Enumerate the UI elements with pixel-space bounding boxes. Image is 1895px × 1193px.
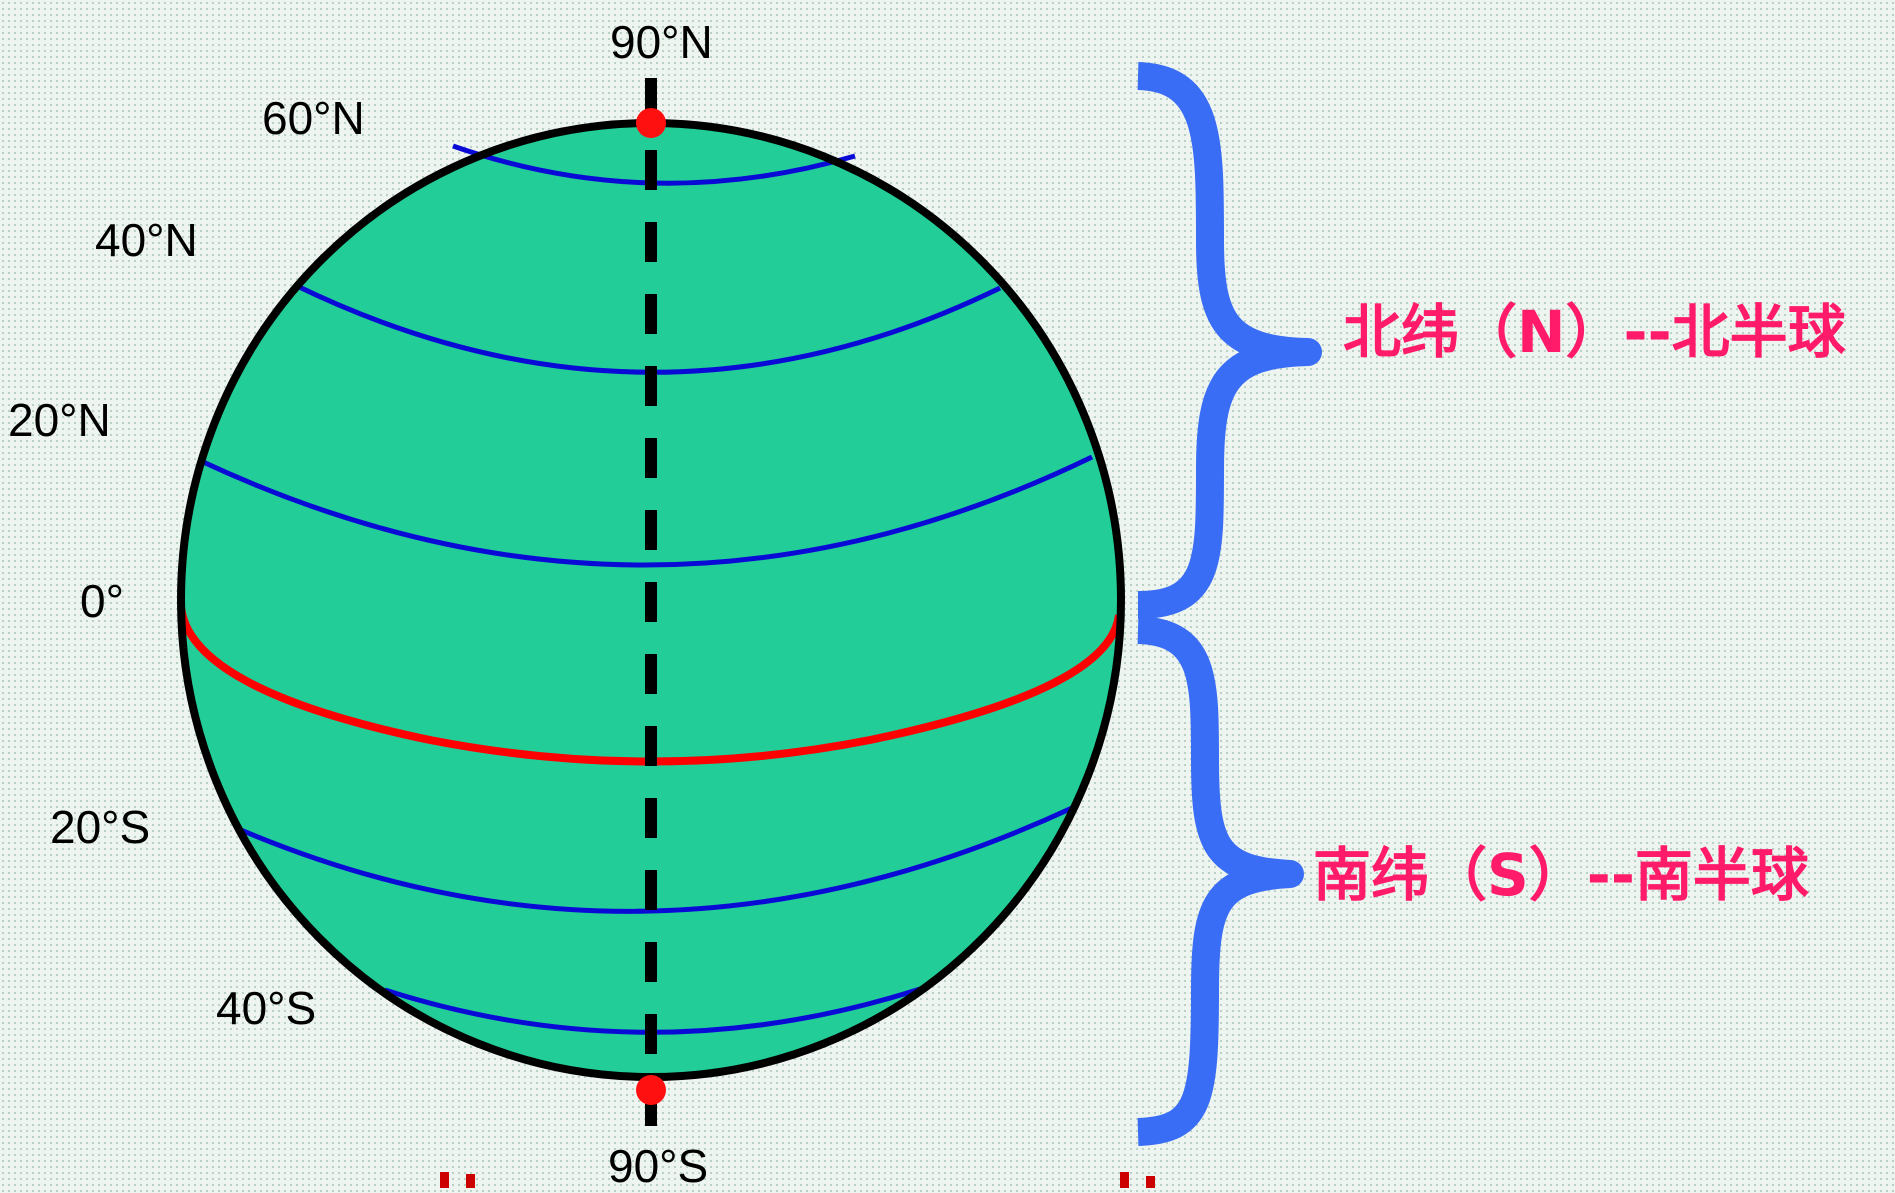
label-40n: 40°N <box>95 214 198 266</box>
north-hemisphere-label: 北纬（N）--北半球 <box>1343 298 1847 366</box>
bottom-cropped-text-fragments <box>440 1172 1155 1188</box>
label-90n: 90°N <box>610 16 713 68</box>
parallel-20s <box>240 805 1074 914</box>
label-60n: 60°N <box>262 92 365 144</box>
north-brace <box>1137 62 1322 619</box>
label-20n: 20°N <box>8 394 111 446</box>
label-20s: 20°S <box>50 801 150 853</box>
south-brace <box>1137 616 1304 1146</box>
south-pole-dot <box>636 1075 666 1105</box>
label-equator: 0° <box>80 575 124 627</box>
parallel-20n <box>199 454 1094 568</box>
south-hemisphere-label: 南纬（S）--南半球 <box>1313 841 1810 909</box>
north-pole-dot <box>636 108 666 138</box>
label-90s: 90°S <box>608 1140 708 1188</box>
label-40s: 40°S <box>216 982 316 1034</box>
